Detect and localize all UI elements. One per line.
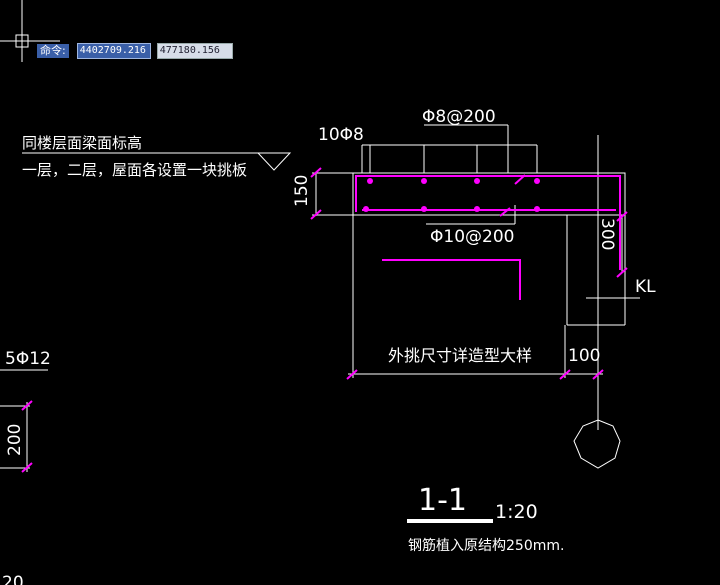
left-dim-ticks [21,400,33,473]
section-title-underline [407,519,493,523]
crosshair-cursor-icon [0,0,60,62]
y-coordinate-input[interactable]: 477180.156 [156,43,233,59]
dim-right-height: 300 [597,218,617,250]
bottom-left-fragment: 20 [2,573,24,585]
rebar-dots [363,178,540,212]
rebar [355,175,621,300]
section-note: 钢筋植入原结构250mm. [408,537,564,554]
command-bar: 命令: 4402709.216 477180.156 [37,43,233,59]
section-scale: 1:20 [495,501,538,523]
slab-section [312,124,640,430]
dim-left-height: 150 [292,175,312,207]
span-right-dim: 100 [568,346,600,366]
dim-top-rebar: 10Φ8 [318,125,364,145]
left-rebar-label: 5Φ12 [5,349,51,369]
beam-label: KL [635,277,656,297]
dim-stirrup-top: Φ8@200 [422,107,496,127]
left-dim: 200 [5,424,25,456]
dimension-ticks [310,167,628,380]
dim-stirrup-bottom: Φ10@200 [430,227,514,247]
note-line2: 一层，二层，屋面各设置一块挑板 [22,161,247,179]
command-label: 命令: [37,44,69,58]
x-coordinate-input[interactable]: 4402709.216 [76,43,151,59]
elevation-marker-icon [256,152,292,171]
grid-bubble-icon [573,419,621,469]
note-line1: 同楼层面梁面标高 [22,134,142,152]
span-label: 外挑尺寸详造型大样 [388,346,532,365]
section-title: 1-1 [418,483,467,518]
